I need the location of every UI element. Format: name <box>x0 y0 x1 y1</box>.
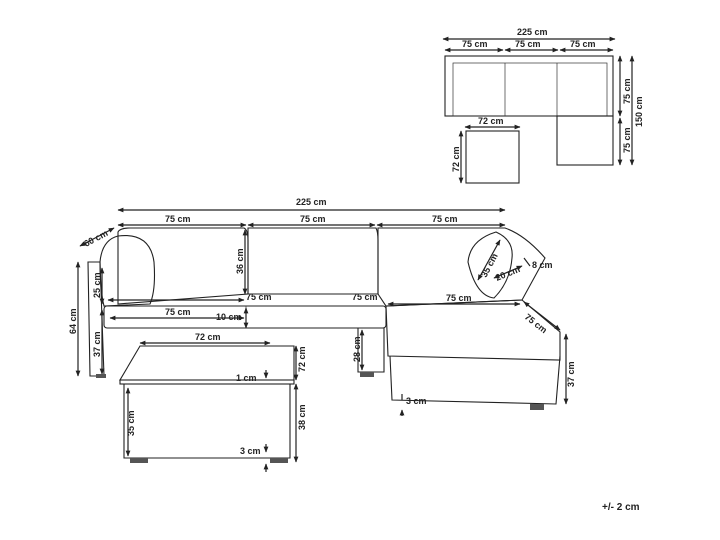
front-cushion-thickness: 10 cm <box>216 312 242 322</box>
top-overall-width: 225 cm <box>517 27 548 37</box>
front-chaise-seat-width: 75 cm <box>446 293 472 303</box>
front-armrest-height: 25 cm <box>92 272 102 298</box>
front-chaise-depth-line <box>523 301 561 331</box>
front-leg-1 <box>360 372 374 377</box>
front-pillow-depth-line <box>493 265 523 279</box>
top-table-width: 72 cm <box>478 116 504 126</box>
table-leg-height: 3 cm <box>240 446 261 456</box>
top-module-width-2: 75 cm <box>515 39 541 49</box>
front-arm-width-line <box>523 257 531 267</box>
front-module-width-1: 75 cm <box>165 214 191 224</box>
front-arm-width: 8 cm <box>532 260 553 270</box>
table-top <box>119 345 295 381</box>
front-left-armrest <box>99 234 156 307</box>
top-sofa-seat <box>452 62 608 117</box>
front-back-height: 36 cm <box>235 248 245 274</box>
front-chaise-height: 37 cm <box>566 361 576 387</box>
table-view: 72 cm 72 cm 38 cm 1 cm 35 cm 3 cm <box>119 332 307 472</box>
front-seat-cushion <box>103 305 387 329</box>
top-module-depth: 75 cm <box>622 78 632 104</box>
front-total-height: 64 cm <box>68 308 78 334</box>
table-body-height: 35 cm <box>126 410 136 436</box>
front-seat-height: 37 cm <box>92 331 102 357</box>
front-seat-depth-inner: 75 cm <box>165 307 191 317</box>
front-leg-3 <box>96 374 106 378</box>
front-module-width-3: 75 cm <box>432 214 458 224</box>
front-under-seat-height: 28 cm <box>352 336 362 362</box>
front-depth-line <box>79 227 115 247</box>
table-top-thickness: 1 cm <box>236 373 257 383</box>
top-table-depth: 72 cm <box>451 146 461 172</box>
table-height: 38 cm <box>297 404 307 430</box>
front-chaise-seat-depth: 75 cm <box>523 312 549 336</box>
front-chaise-seat <box>385 299 561 361</box>
tolerance-note: +/- 2 cm <box>602 502 640 513</box>
front-seat-depth-mid: 75 cm <box>352 292 378 302</box>
front-chaise-base <box>389 355 561 405</box>
front-pillow-line <box>477 239 501 281</box>
front-leg-2 <box>530 404 544 410</box>
front-back-cushion-left <box>117 227 249 305</box>
table-leg-1 <box>130 458 148 463</box>
front-view: 225 cm 75 cm 75 cm 75 cm 60 cm 64 cm <box>68 197 576 416</box>
top-view: 225 cm 75 cm 75 cm 75 cm 75 cm 75 cm 150… <box>442 27 644 184</box>
table-top-edge <box>119 379 295 385</box>
top-sofa-outline <box>444 55 614 117</box>
top-module-width-1: 75 cm <box>462 39 488 49</box>
front-overall-width: 225 cm <box>296 197 327 207</box>
front-pillow-depth: 20 cm <box>494 264 521 283</box>
table-leg-2 <box>270 458 288 463</box>
front-back-cushion-mid <box>247 227 379 295</box>
table-depth: 72 cm <box>297 346 307 372</box>
front-chaise-leg: 3 cm <box>406 396 427 406</box>
top-chaise-outline <box>556 115 614 166</box>
table-body <box>123 384 291 459</box>
front-pillow <box>467 231 513 299</box>
top-module-width-3: 75 cm <box>570 39 596 49</box>
front-seat-depth-left: 75 cm <box>246 292 272 302</box>
front-module-width-2: 75 cm <box>300 214 326 224</box>
top-chaise-extension: 75 cm <box>622 127 632 153</box>
top-table-outline <box>465 130 520 184</box>
table-width: 72 cm <box>195 332 221 342</box>
top-total-depth: 150 cm <box>634 96 644 127</box>
